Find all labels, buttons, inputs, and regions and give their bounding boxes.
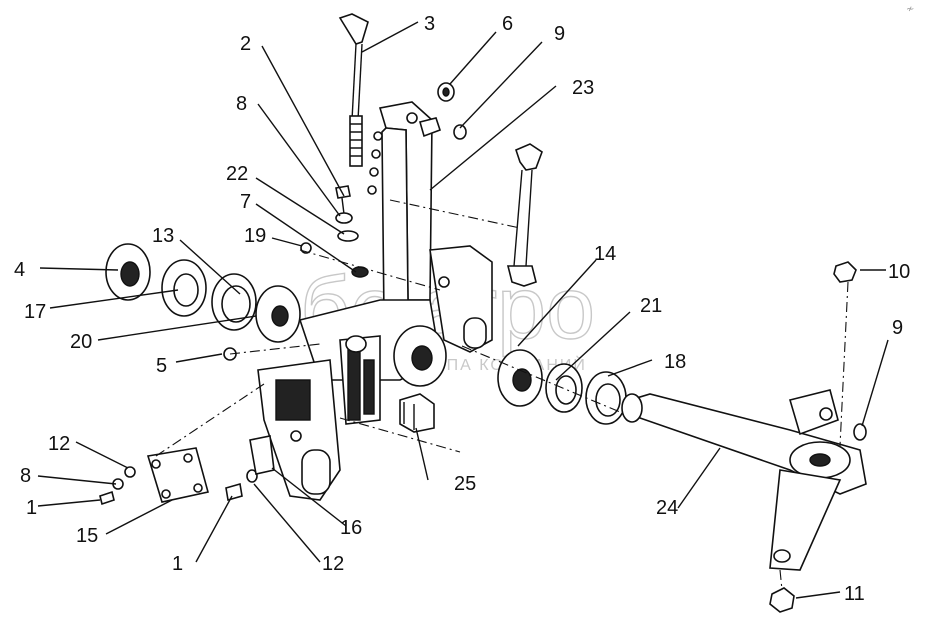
- callout-13: 13: [152, 225, 174, 247]
- callout-24: 24: [656, 497, 678, 519]
- small-fasteners-top: [223, 82, 467, 361]
- callout-11: 11: [844, 583, 865, 605]
- callout-12: 12: [48, 433, 70, 455]
- left-bearing-stack: [105, 243, 301, 343]
- main-bracket: [298, 101, 493, 425]
- stub-axle: [621, 389, 867, 571]
- callout-20: 20: [70, 331, 92, 353]
- corner-mark: ≁: [906, 4, 914, 15]
- callout-1-lower: 1: [172, 553, 183, 575]
- callout-21: 21: [640, 295, 662, 317]
- callout-16: 16: [340, 517, 362, 539]
- callout-2: 2: [240, 33, 251, 55]
- callout-22: 22: [226, 163, 248, 185]
- callout-labels: 3 2 6 9 23 8 22 7 13 19 4 17 20 5 14 21 …: [14, 13, 910, 605]
- callout-19: 19: [244, 225, 266, 247]
- callout-10: 10: [888, 261, 910, 283]
- nuts-right: [769, 261, 867, 613]
- callout-17: 17: [24, 301, 46, 323]
- cover-plate: [146, 447, 209, 503]
- stop-block: [399, 393, 435, 433]
- callout-18: 18: [664, 351, 686, 373]
- dipstick: [338, 13, 369, 167]
- callout-9: 9: [554, 23, 565, 45]
- callout-14: 14: [594, 243, 616, 265]
- flange-plate: [257, 359, 341, 501]
- callout-3: 3: [424, 13, 435, 35]
- part-drawings: [99, 13, 867, 613]
- small-fasteners-bottom-left: [99, 435, 275, 506]
- callout-15: 15: [76, 525, 98, 547]
- spanner: [506, 143, 543, 287]
- callout-6: 6: [502, 13, 513, 35]
- callout-12-lower: 12: [322, 553, 344, 575]
- callout-7: 7: [240, 191, 251, 213]
- callout-4: 4: [14, 259, 25, 281]
- callout-9-right: 9: [892, 317, 903, 339]
- callout-8-lower: 8: [20, 465, 31, 487]
- callout-23: 23: [572, 77, 594, 99]
- callout-8: 8: [236, 93, 247, 115]
- callout-1: 1: [26, 497, 37, 519]
- leader-lines: [37, 21, 889, 599]
- assembly-centerlines: [155, 199, 849, 591]
- callout-25: 25: [454, 473, 476, 495]
- callout-5: 5: [156, 355, 167, 377]
